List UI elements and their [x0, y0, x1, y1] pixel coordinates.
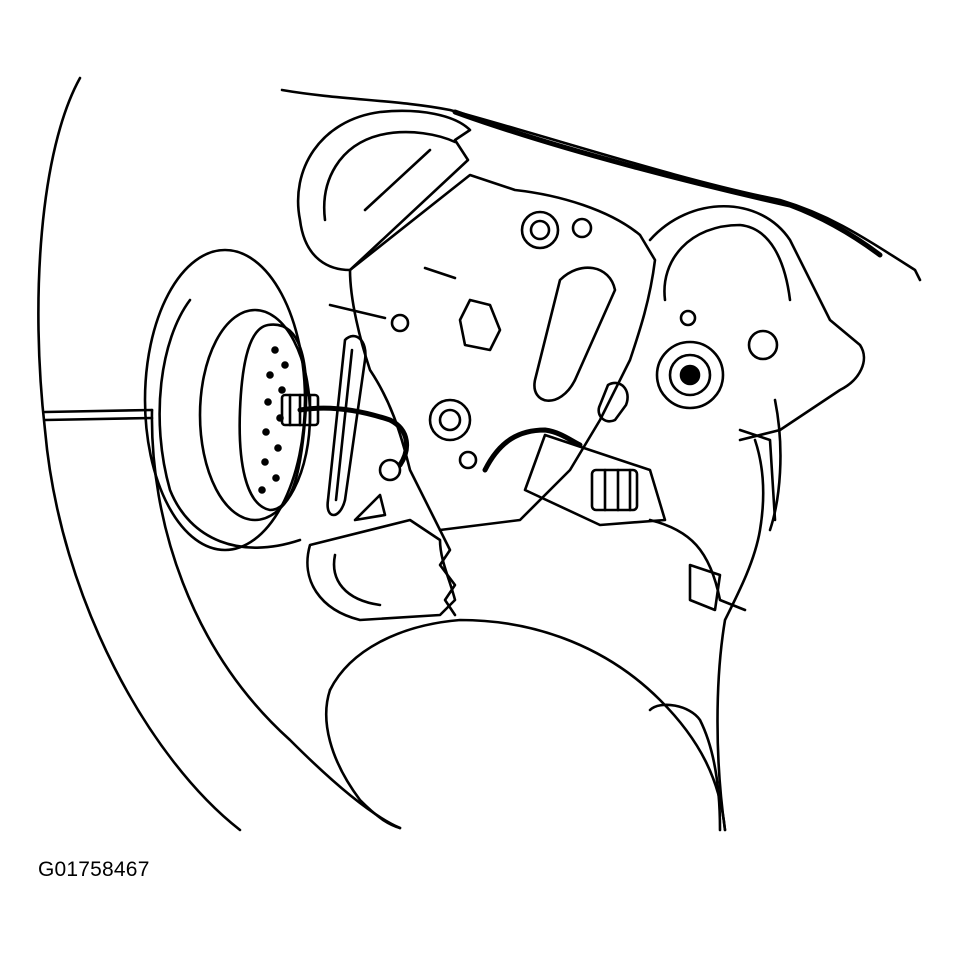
right-boss-mid [668, 353, 712, 397]
left-connector-body [238, 323, 308, 512]
right-small-hole [747, 329, 779, 361]
center-plate-slot [533, 266, 617, 402]
plate-small-hole-4 [378, 458, 402, 482]
upper-spoke-inner-line [322, 130, 457, 222]
right-spoke-inner [663, 223, 792, 302]
plate-bolt-lower-inner [438, 408, 462, 432]
lower-right-tab [648, 703, 722, 832]
hub-upper-contour [280, 88, 922, 282]
plate-small-hole-1 [571, 217, 593, 239]
right-boss-outer [655, 340, 725, 410]
left-connector-pins [258, 346, 289, 494]
figure-id-label: G01758467 [38, 858, 150, 881]
plate-tear-line [438, 528, 457, 617]
plate-small-hole-3 [458, 450, 478, 470]
steering-wheel-rim-inner [150, 408, 402, 830]
detail-line-c [353, 493, 387, 522]
right-side-wire-loop [716, 438, 765, 832]
lower-hub-contour [328, 618, 727, 832]
lower-right-clip [688, 563, 722, 612]
hub-upper-trim [452, 109, 883, 258]
right-connector-latch-lines [603, 468, 632, 512]
right-small-hole-2 [679, 309, 697, 327]
plate-bolt-upper-inner [529, 219, 551, 241]
lower-right-wire [648, 518, 747, 612]
steering-wheel-rim-outer [37, 76, 242, 832]
right-harness-wire [482, 427, 583, 473]
lower-hub-left [324, 688, 402, 830]
right-boss-inner [679, 364, 701, 386]
plate-bolt-lower [428, 398, 472, 442]
plate-bracket-tab [458, 298, 502, 352]
right-side-wire-loop-2 [768, 398, 782, 532]
lower-spoke-left [306, 518, 457, 622]
vertical-clip-center [334, 348, 354, 502]
upper-spoke-edge [363, 148, 432, 212]
plate-small-hole-2 [390, 313, 410, 333]
rim-seam-line [43, 408, 154, 422]
left-harness-wire [297, 405, 410, 468]
detail-line-b [423, 266, 457, 280]
lower-spoke-inner [332, 553, 382, 607]
plate-bolt-upper [520, 210, 560, 250]
right-spoke-cover [648, 204, 866, 442]
right-connector-latch [590, 468, 639, 512]
left-horn-pad-rim [158, 298, 302, 549]
right-connector-housing [523, 433, 667, 527]
center-mounting-plate [348, 173, 657, 532]
detail-line-a [328, 303, 387, 320]
detail-line-d [738, 428, 777, 522]
upper-spoke-cover [296, 109, 472, 272]
left-small-connector-detail [288, 393, 312, 427]
vertical-clip-strip [326, 334, 367, 517]
plate-small-slot [597, 381, 629, 423]
